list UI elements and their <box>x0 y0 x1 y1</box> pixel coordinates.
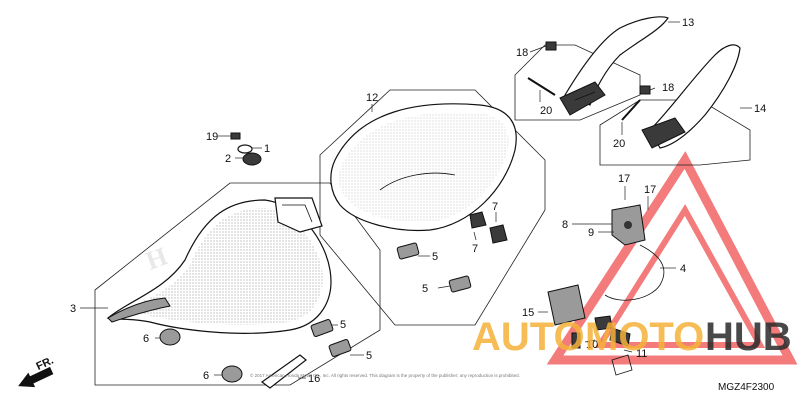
callout-20-b: 20 <box>613 138 625 150</box>
callout-5-a: 5 <box>432 251 438 263</box>
watermark-triangles <box>546 151 798 365</box>
callout-8: 8 <box>562 219 568 231</box>
callout-20-a: 20 <box>540 105 552 117</box>
hardware <box>159 41 651 389</box>
callout-13: 13 <box>682 17 694 29</box>
callout-18-b: 18 <box>662 82 674 94</box>
rider-seat: H <box>106 197 332 334</box>
callouts: 19 1 2 3 12 13 14 18 18 20 20 5 5 5 5 6 … <box>70 17 766 385</box>
pillion-seat-frame <box>319 89 546 326</box>
watermark-part2: MOTO <box>585 315 704 359</box>
callout-16: 16 <box>308 373 320 385</box>
callout-5-b: 5 <box>422 283 428 295</box>
seat-logo-mark: H <box>142 241 171 275</box>
callout-7-a: 7 <box>472 243 478 255</box>
callout-5-c: 5 <box>340 319 346 331</box>
callout-17-a: 17 <box>618 173 630 185</box>
seat-lock <box>547 204 665 376</box>
pillion-seat <box>330 103 517 232</box>
front-label: FR. <box>34 355 55 373</box>
grab-rail-left <box>641 44 741 149</box>
callout-11: 11 <box>636 348 647 360</box>
watermark-part1: AUTO <box>472 315 585 359</box>
front-arrow: FR. <box>18 355 56 388</box>
leader-lines <box>80 21 752 379</box>
fine-print: © 2017 American Honda Motor Co., Inc. Al… <box>250 372 520 378</box>
callout-9: 9 <box>588 227 594 239</box>
rider-seat-frame <box>94 182 381 386</box>
callout-6-a: 6 <box>143 333 149 345</box>
callout-10: 10 <box>586 339 598 351</box>
callout-7-b: 7 <box>492 201 498 213</box>
grip-left-frame <box>599 99 751 166</box>
callout-6-b: 6 <box>203 370 209 382</box>
watermark-part3: HUB <box>705 315 792 359</box>
callout-18-a: 18 <box>516 47 528 59</box>
grab-rail-right <box>559 16 669 116</box>
callout-12: 12 <box>366 92 378 104</box>
callout-14: 14 <box>754 103 766 115</box>
callout-17-b: 17 <box>644 184 656 196</box>
callout-4: 4 <box>680 263 686 275</box>
watermark-text: AUTO MOTO HUB <box>472 315 792 359</box>
callout-3: 3 <box>70 303 76 315</box>
callout-2: 2 <box>225 153 231 165</box>
diagram-code: MGZ4F2300 <box>718 382 775 393</box>
callout-5-d: 5 <box>366 350 372 362</box>
callout-15: 15 <box>522 307 534 319</box>
callout-19: 19 <box>206 131 218 143</box>
callout-1: 1 <box>264 143 270 155</box>
